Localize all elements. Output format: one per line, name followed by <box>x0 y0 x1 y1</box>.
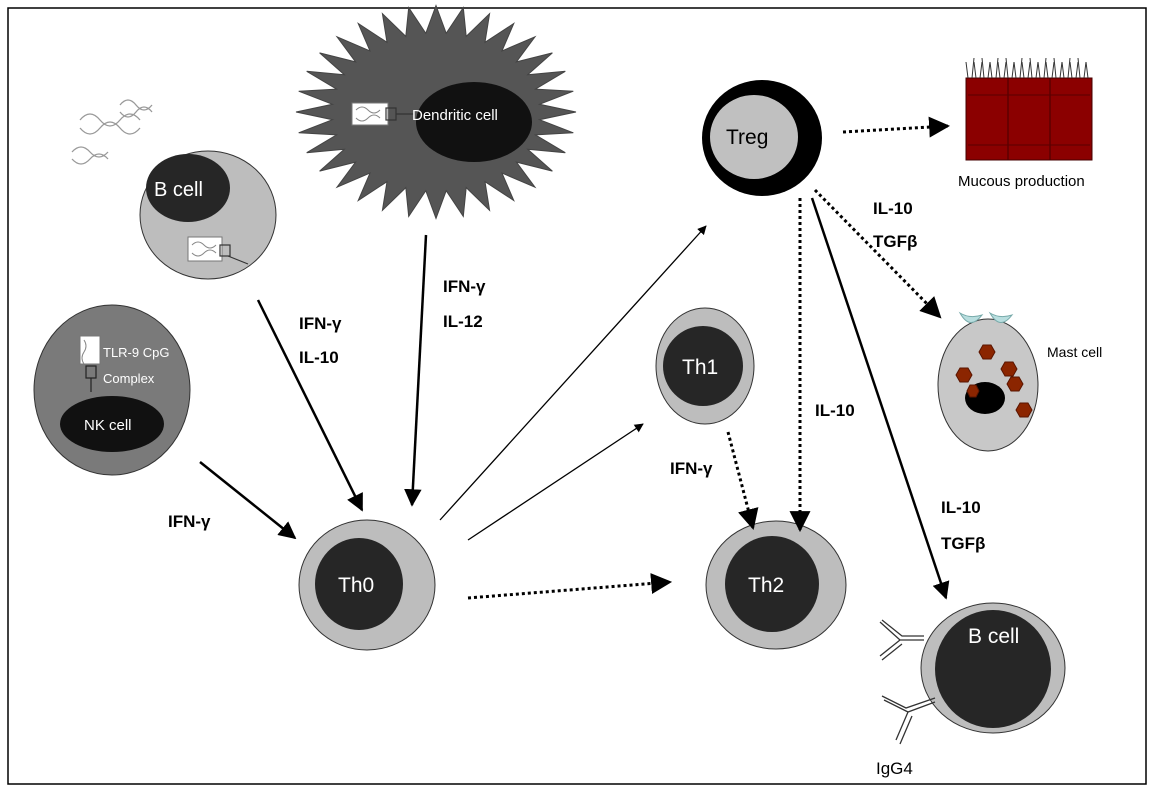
arrow-bcell-to-th0 <box>256 299 364 512</box>
nk-cell-nucleus <box>60 396 164 452</box>
cilia-icon <box>965 57 1089 79</box>
arrow-th0-to-th1 <box>467 423 644 541</box>
treg-cell: Treg <box>702 80 822 196</box>
cytokine-label: IL-10 <box>873 199 913 218</box>
b-cell-right: B cell IgG4 <box>876 602 1066 778</box>
cytokine-labels: IFN-γ IL-10 IFN-γ IL-12 IFN-γ IFN-γ IL-1… <box>168 199 985 553</box>
b-cell-left-nucleus <box>146 154 230 222</box>
b-cell-right-label: B cell <box>968 625 1019 648</box>
tlr9-dna-icon <box>187 236 223 262</box>
dendritic-cell-label: Dendritic cell <box>412 107 498 124</box>
mucous-epithelium: Mucous production <box>958 57 1093 190</box>
b-cell-left-label: B cell <box>154 179 203 201</box>
ige-receptor-icon <box>958 311 984 323</box>
cytokine-label: IFN-γ <box>443 277 486 296</box>
mucous-production-label: Mucous production <box>958 173 1085 190</box>
receptor-icon <box>219 244 231 257</box>
th1-cell-nucleus <box>663 326 743 406</box>
granules-icon <box>955 344 1033 418</box>
epithelial-cell <box>965 77 1009 161</box>
ige-receptor-icon <box>988 311 1014 323</box>
tlr9-dna-icon <box>351 102 389 126</box>
arrow-th0-to-treg <box>439 225 707 521</box>
treg-cell-nucleus <box>710 95 798 179</box>
b-cell-left: B cell <box>139 150 277 280</box>
arrow-nk-to-th0 <box>199 461 297 540</box>
igg4-label: IgG4 <box>876 759 913 778</box>
cytokine-label: IFN-γ <box>168 512 211 531</box>
th2-cell-nucleus <box>725 536 819 632</box>
th2-cell: Th2 <box>705 520 847 650</box>
th1-cell-label: Th1 <box>682 356 718 379</box>
tlr9-dna-icon <box>79 335 101 365</box>
mast-cell-label: Mast cell <box>1047 344 1102 360</box>
cytokine-label: IFN-γ <box>670 459 713 478</box>
dendritic-cell-nucleus <box>416 82 532 162</box>
th0-cell-nucleus <box>315 538 403 630</box>
nk-cell: NK cell TLR-9 CpG Complex <box>33 304 191 476</box>
mast-cell: Mast cell <box>937 311 1102 452</box>
arrow-th0-to-th2 <box>467 573 673 600</box>
cytokine-label: IL-10 <box>299 348 339 367</box>
antibody-icon <box>879 619 924 661</box>
epithelial-cell <box>1049 77 1093 161</box>
tlr9-label-line1: TLR-9 CpG <box>103 345 169 360</box>
tlr9-label-line2: Complex <box>103 371 155 386</box>
nk-cell-label: NK cell <box>84 417 132 434</box>
cytokine-label: IFN-γ <box>299 314 342 333</box>
arrows <box>199 116 951 600</box>
cytokine-label: IL-10 <box>941 498 981 517</box>
arrow-treg-to-bcell <box>810 197 950 600</box>
dna-strands-icon <box>71 99 153 165</box>
cytokine-label: TGFβ <box>873 232 917 251</box>
th2-cell-label: Th2 <box>748 574 784 597</box>
cytokine-label: IL-10 <box>815 401 855 420</box>
th1-cell: Th1 <box>655 307 755 425</box>
cytokine-label: TGFβ <box>941 534 985 553</box>
cytokine-label: IL-12 <box>443 312 483 331</box>
treg-cell-label: Treg <box>726 126 768 149</box>
b-cell-right-nucleus <box>935 610 1051 728</box>
th0-cell: Th0 <box>298 519 436 651</box>
arrow-dc-to-th0 <box>404 234 428 507</box>
epithelial-cell <box>1007 77 1051 161</box>
th0-cell-label: Th0 <box>338 574 374 597</box>
antibody-icon <box>881 695 936 745</box>
arrow-th1-to-th2 <box>726 431 759 531</box>
dendritic-cell: Dendritic cell <box>295 4 577 220</box>
